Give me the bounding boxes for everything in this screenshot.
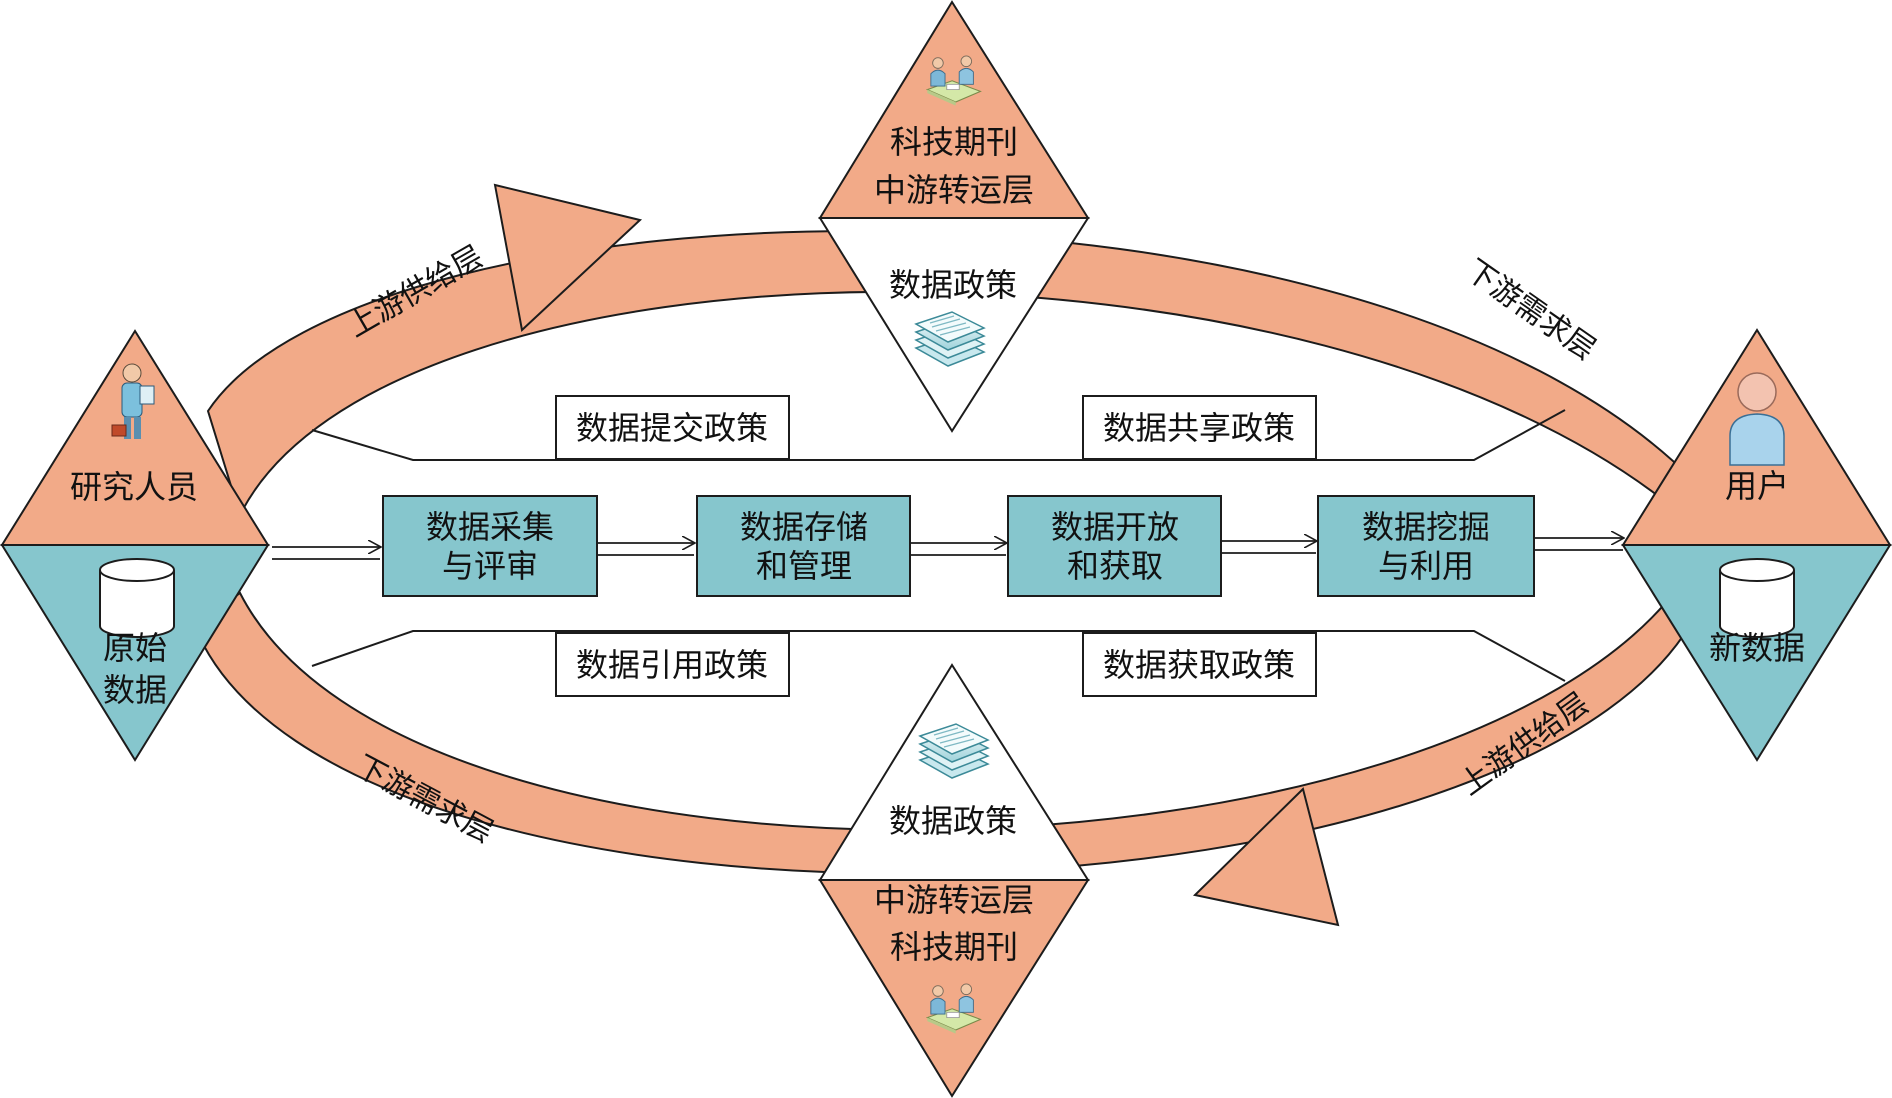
upper-policy-bracket: [311, 409, 1566, 461]
policy-obtain-box: [1082, 632, 1317, 697]
right-top-label: 用户: [1725, 467, 1789, 505]
top-policy-label: 数据政策: [889, 266, 1017, 304]
process-step-1-line2: 与评审: [442, 547, 538, 585]
right-data-triangle: [1621, 544, 1892, 762]
policy-submit-label: 数据提交政策: [576, 409, 768, 447]
process-step-3-line2: 和获取: [1067, 547, 1163, 585]
bottom-node-label-line2: 科技期刊: [890, 928, 1018, 966]
process-step-4: [1317, 495, 1535, 597]
bottom-journal-triangle: [818, 879, 1090, 1098]
process-step-3-line1: 数据开放: [1051, 508, 1179, 546]
process-step-3: [1007, 495, 1222, 597]
process-step-1-line1: 数据采集: [426, 508, 554, 546]
policy-cite-box: [555, 632, 790, 697]
policy-share-box: [1082, 395, 1317, 460]
bottom-policy-label: 数据政策: [889, 802, 1017, 840]
process-step-4-line1: 数据挖掘: [1362, 508, 1490, 546]
left-top-label: 研究人员: [70, 468, 198, 506]
left-bottom-label-line2: 数据: [103, 671, 167, 709]
policy-cite-label: 数据引用政策: [576, 646, 768, 684]
process-step-2-line2: 和管理: [756, 547, 852, 585]
process-step-1: [382, 495, 598, 597]
lower-policy-bracket: [311, 630, 1566, 682]
right-bottom-label: 新数据: [1709, 629, 1805, 667]
database-icon: [1719, 558, 1795, 638]
lower-ring-arrowhead: [1192, 787, 1340, 927]
top-node-label-line2: 中游转运层: [874, 171, 1034, 209]
policy-share-label: 数据共享政策: [1103, 409, 1295, 447]
top-node-label-line1: 科技期刊: [890, 123, 1018, 161]
left-data-triangle: [0, 544, 270, 762]
process-step-2: [696, 495, 911, 597]
policy-obtain-label: 数据获取政策: [1103, 646, 1295, 684]
policy-submit-box: [555, 395, 790, 460]
bottom-node-label-line1: 中游转运层: [874, 881, 1034, 919]
process-step-4-line2: 与利用: [1378, 547, 1474, 585]
researcher-icon: [111, 363, 155, 439]
user-icon: [1729, 372, 1785, 466]
upper-ring-arrowhead: [493, 183, 643, 332]
process-arrows: [272, 538, 1623, 560]
process-step-2-line1: 数据存储: [740, 508, 868, 546]
left-bottom-label-line1: 原始: [103, 629, 167, 667]
database-icon: [99, 558, 175, 638]
